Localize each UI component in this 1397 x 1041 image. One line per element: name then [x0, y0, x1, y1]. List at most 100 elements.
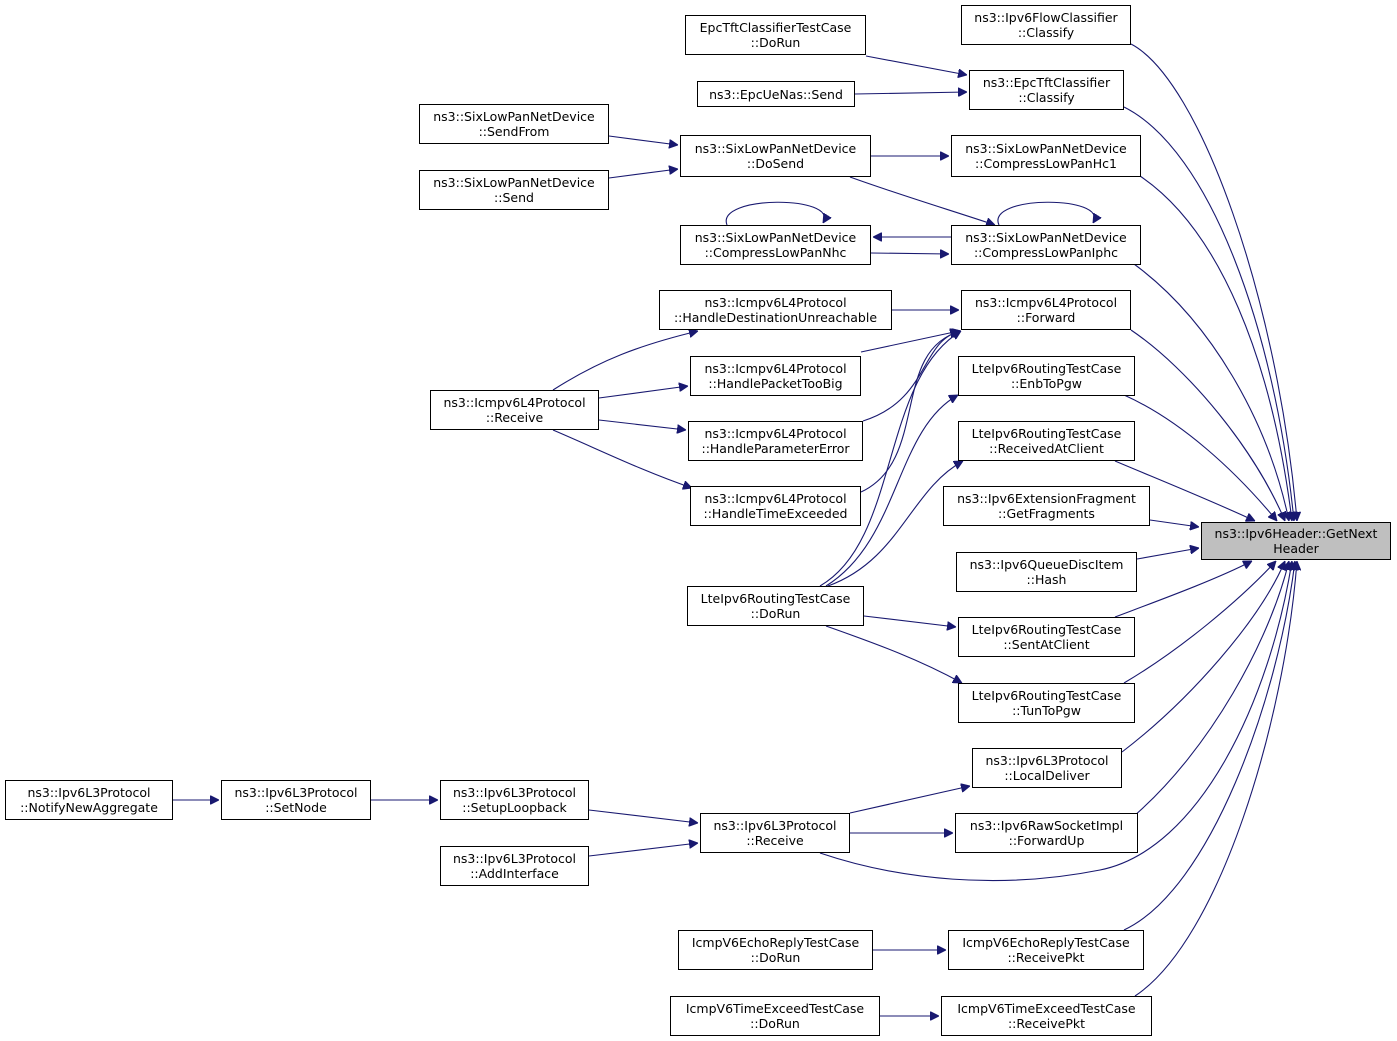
node-label-line2: Header — [1273, 541, 1319, 556]
node-label-line2: ::Hash — [1026, 572, 1067, 587]
edge-compressiphc-to-compressiphc — [997, 201, 1095, 226]
node-label-line1: LteIpv6RoutingTestCase — [971, 361, 1122, 376]
node-compresshc1[interactable]: ns3::SixLowPanNetDevice::CompressLowPanH… — [951, 135, 1141, 177]
node-label-line1: ns3::Ipv6L3Protocol — [985, 753, 1109, 768]
node-epcuenas[interactable]: ns3::EpcUeNas::Send — [697, 81, 855, 107]
node-label-line1: ns3::EpcUeNas::Send — [709, 86, 843, 102]
edge-ltedorun-to-icmpforward — [819, 331, 961, 587]
node-handleparam[interactable]: ns3::Icmpv6L4Protocol::HandleParameterEr… — [688, 421, 863, 461]
node-flowclassifier[interactable]: ns3::Ipv6FlowClassifier::Classify — [961, 5, 1131, 45]
node-compressiphc[interactable]: ns3::SixLowPanNetDevice::CompressLowPanI… — [951, 225, 1141, 265]
node-label-line1: ns3::Icmpv6L4Protocol — [704, 426, 847, 441]
node-label-line1: ns3::Ipv6ExtensionFragment — [957, 491, 1136, 506]
node-localdeliver[interactable]: ns3::Ipv6L3Protocol::LocalDeliver — [972, 748, 1122, 788]
node-label-line2: ::DoRun — [750, 950, 801, 965]
edge-compresshc1-to-root — [1139, 175, 1292, 521]
edge-l3receive-to-localdeliver — [849, 786, 970, 814]
edge-enbtopgw-to-root — [1123, 394, 1277, 521]
node-label-line2: ::Forward — [1016, 310, 1076, 325]
node-epctftclassifier[interactable]: ns3::EpcTftClassifier::Classify — [969, 70, 1124, 110]
edge-sendfrom-to-dosend — [608, 135, 678, 145]
edge-ltedorun-to-receivedatclient — [827, 461, 963, 587]
node-label-line2: ::SetupLoopback — [462, 800, 567, 815]
node-setuploopback[interactable]: ns3::Ipv6L3Protocol::SetupLoopback — [440, 780, 589, 820]
node-label-line1: ns3::Ipv6L3Protocol — [452, 785, 577, 800]
node-queuehash[interactable]: ns3::Ipv6QueueDiscItem::Hash — [956, 552, 1137, 592]
node-label-line1: LteIpv6RoutingTestCase — [971, 426, 1122, 441]
node-addinterface[interactable]: ns3::Ipv6L3Protocol::AddInterface — [440, 846, 589, 886]
node-label-line2: ::SentAtClient — [1003, 637, 1090, 652]
edge-ltedorun-to-enbtopgw — [825, 395, 958, 587]
node-tuntopgw[interactable]: LteIpv6RoutingTestCase::TunToPgw — [958, 683, 1135, 723]
node-label-line1: ns3::SixLowPanNetDevice — [965, 141, 1127, 156]
node-echodorun[interactable]: IcmpV6EchoReplyTestCase::DoRun — [678, 930, 873, 970]
node-label-line1: ns3::SixLowPanNetDevice — [433, 175, 595, 190]
edge-compressnhc-to-compressiphc — [870, 253, 949, 254]
node-label-line1: ns3::SixLowPanNetDevice — [694, 230, 857, 245]
node-label-line2: ::Receive — [485, 410, 544, 425]
node-getfragments[interactable]: ns3::Ipv6ExtensionFragment::GetFragments — [943, 486, 1150, 526]
node-label-line1: IcmpV6EchoReplyTestCase — [962, 935, 1130, 950]
node-timeexdorun[interactable]: IcmpV6TimeExceedTestCase::DoRun — [670, 996, 880, 1036]
edge-icmpreceive-to-handletoobig — [598, 386, 688, 399]
node-sixsend[interactable]: ns3::SixLowPanNetDevice::Send — [419, 170, 609, 210]
node-label-line1: ns3::Ipv6L3Protocol — [713, 818, 837, 833]
node-label-line2: ::DoRun — [750, 35, 801, 50]
node-label-line2: ::TunToPgw — [1012, 703, 1081, 718]
node-enbtopgw[interactable]: LteIpv6RoutingTestCase::EnbToPgw — [958, 356, 1135, 396]
node-label-line2: ::EnbToPgw — [1010, 376, 1083, 391]
node-compressnhc[interactable]: ns3::SixLowPanNetDevice::CompressLowPanN… — [680, 225, 871, 265]
node-label-line1: IcmpV6TimeExceedTestCase — [685, 1001, 865, 1016]
edge-epctfttest-to-epctftclassifier — [865, 55, 967, 75]
node-timeexreceivepkt[interactable]: IcmpV6TimeExceedTestCase::ReceivePkt — [941, 996, 1152, 1036]
node-label-line2: ::SendFrom — [478, 124, 550, 139]
edge-rawforwardup-to-root — [1133, 561, 1289, 817]
node-receivedatclient[interactable]: LteIpv6RoutingTestCase::ReceivedAtClient — [958, 421, 1135, 461]
node-label-line2: ::CompressLowPanHc1 — [975, 156, 1117, 171]
node-notifynewagg[interactable]: ns3::Ipv6L3Protocol::NotifyNewAggregate — [5, 780, 173, 820]
node-label-line2: ::ForwardUp — [1008, 833, 1085, 848]
node-icmpforward[interactable]: ns3::Icmpv6L4Protocol::Forward — [961, 290, 1131, 330]
node-label-line1: ns3::SixLowPanNetDevice — [965, 230, 1127, 245]
edge-icmpreceive-to-handletime — [552, 429, 692, 488]
node-label-line1: LteIpv6RoutingTestCase — [971, 622, 1122, 637]
node-dosend[interactable]: ns3::SixLowPanNetDevice::DoSend — [680, 135, 871, 177]
node-handletime[interactable]: ns3::Icmpv6L4Protocol::HandleTimeExceede… — [690, 486, 861, 526]
node-label-line1: ns3::Ipv6Header::GetNext — [1214, 526, 1378, 541]
node-label-line1: IcmpV6TimeExceedTestCase — [957, 1001, 1136, 1016]
node-ltedorun[interactable]: LteIpv6RoutingTestCase::DoRun — [687, 586, 864, 626]
edge-icmpreceive-to-handleparam — [598, 419, 686, 430]
node-label-line1: ns3::Ipv6L3Protocol — [452, 851, 577, 866]
node-label-line2: ::GetFragments — [998, 506, 1095, 521]
node-label-line2: ::Classify — [1018, 90, 1075, 105]
node-label-line2: ::HandleTimeExceeded — [703, 506, 848, 521]
node-label-line1: ns3::SixLowPanNetDevice — [433, 109, 595, 124]
node-sendfrom[interactable]: ns3::SixLowPanNetDevice::SendFrom — [419, 104, 609, 144]
node-label-line1: IcmpV6EchoReplyTestCase — [691, 935, 860, 950]
node-label-line1: ns3::Icmpv6L4Protocol — [704, 361, 847, 376]
node-label-line2: ::SetNode — [265, 800, 327, 815]
edge-handleparam-to-icmpforward — [862, 331, 961, 422]
edge-localdeliver-to-root — [1121, 561, 1285, 753]
edge-dosend-to-compressiphc — [849, 176, 995, 225]
node-l3receive[interactable]: ns3::Ipv6L3Protocol::Receive — [700, 813, 850, 853]
node-icmpreceive[interactable]: ns3::Icmpv6L4Protocol::Receive — [430, 390, 599, 430]
node-rawforwardup[interactable]: ns3::Ipv6RawSocketImpl::ForwardUp — [955, 813, 1138, 853]
node-label-line1: ns3::Ipv6FlowClassifier — [974, 10, 1118, 25]
edge-sentatclient-to-root — [1114, 560, 1252, 618]
node-label-line1: LteIpv6RoutingTestCase — [971, 688, 1122, 703]
node-epctfttest[interactable]: EpcTftClassifierTestCase::DoRun — [685, 15, 866, 55]
edge-l3receive-to-root — [819, 561, 1292, 882]
edge-epcuenas-to-epctftclassifier — [854, 92, 967, 94]
node-handletoobig[interactable]: ns3::Icmpv6L4Protocol::HandlePacketTooBi… — [690, 356, 861, 396]
edge-ltedorun-to-sentatclient — [863, 615, 956, 627]
node-echoreceivepkt[interactable]: IcmpV6EchoReplyTestCase::ReceivePkt — [948, 930, 1144, 970]
node-setnode[interactable]: ns3::Ipv6L3Protocol::SetNode — [221, 780, 371, 820]
node-handledest[interactable]: ns3::Icmpv6L4Protocol::HandleDestination… — [659, 290, 892, 330]
node-label-line1: ns3::Ipv6QueueDiscItem — [969, 557, 1124, 572]
node-sentatclient[interactable]: LteIpv6RoutingTestCase::SentAtClient — [958, 617, 1135, 657]
edge-queuehash-to-root — [1136, 548, 1199, 560]
edge-icmpforward-to-root — [1130, 329, 1285, 521]
node-label-line1: ns3::Icmpv6L4Protocol — [974, 295, 1118, 310]
